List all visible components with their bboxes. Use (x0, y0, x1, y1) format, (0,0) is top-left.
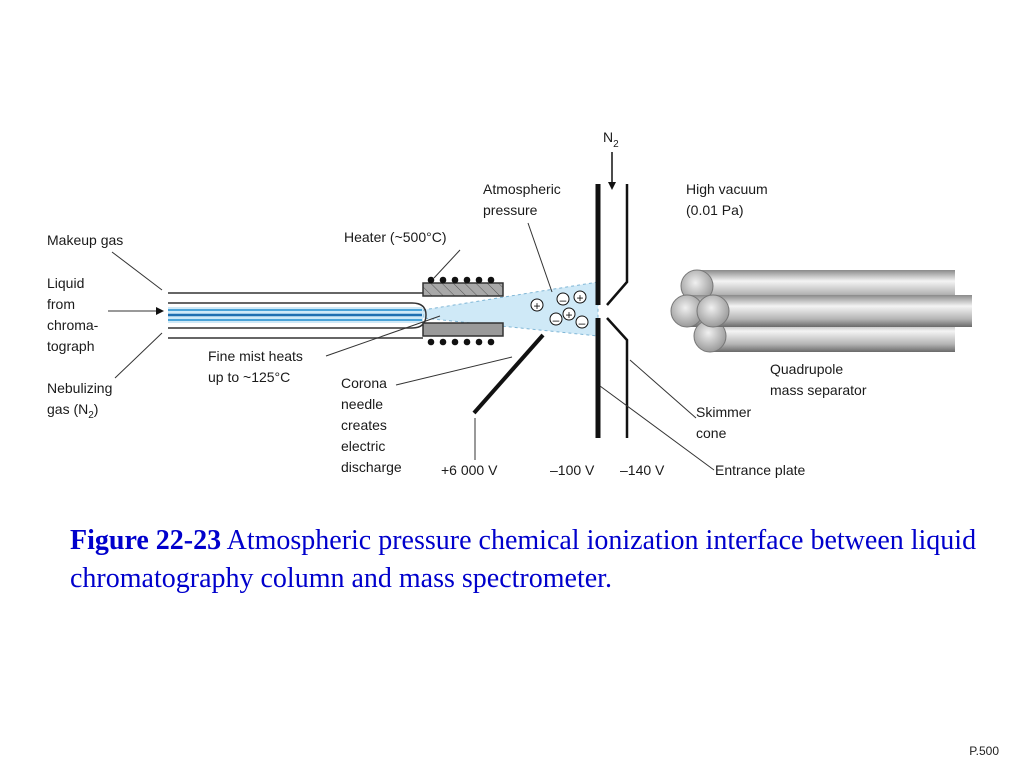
needle-voltage-label: +6 000 V (441, 462, 498, 478)
svg-text:–: – (579, 316, 586, 330)
heater-block-bottom (422, 322, 504, 337)
high-vacuum-label: High vacuum(0.01 Pa) (686, 181, 768, 218)
skimmer-cone-upper (606, 184, 629, 306)
caption-text: Atmospheric pressure chemical ionization… (70, 525, 977, 594)
svg-text:+: + (565, 308, 572, 322)
skimmer-cone-lower (606, 317, 629, 438)
svg-text:–: – (560, 293, 567, 307)
corona-needle (472, 333, 545, 415)
ion-plus: + (573, 290, 587, 305)
entrance-plate-label: Entrance plate (715, 462, 805, 478)
ion-minus: – (549, 312, 563, 327)
page-number: P.500 (969, 744, 999, 758)
ions: + – + + – – (530, 290, 589, 330)
makeup-gas-label: Makeup gas (47, 232, 123, 248)
svg-text:–: – (553, 313, 560, 327)
figure-caption: Figure 22-23 Atmospheric pressure chemic… (70, 522, 990, 598)
n2-inlet-arrow (608, 152, 616, 190)
quadrupole-rods (670, 269, 972, 353)
svg-text:+: + (533, 299, 540, 313)
heater-coil-top (427, 276, 495, 284)
heater-label: Heater (~500°C) (344, 229, 446, 245)
ion-plus: + (530, 298, 544, 313)
ion-minus: – (575, 315, 589, 330)
heater-coil-bottom (427, 338, 495, 346)
heater-block-top (422, 282, 504, 297)
ion-plus: + (562, 307, 576, 322)
skimmer-voltage-label: –140 V (620, 462, 665, 478)
svg-text:+: + (576, 291, 583, 305)
plate-voltage-label: –100 V (550, 462, 595, 478)
leader-lines (108, 222, 715, 471)
n2-label: N2 (603, 129, 619, 150)
ion-minus: – (556, 292, 570, 307)
figure-number: Figure 22-23 (70, 525, 222, 556)
nebulizer-tube (168, 292, 427, 339)
